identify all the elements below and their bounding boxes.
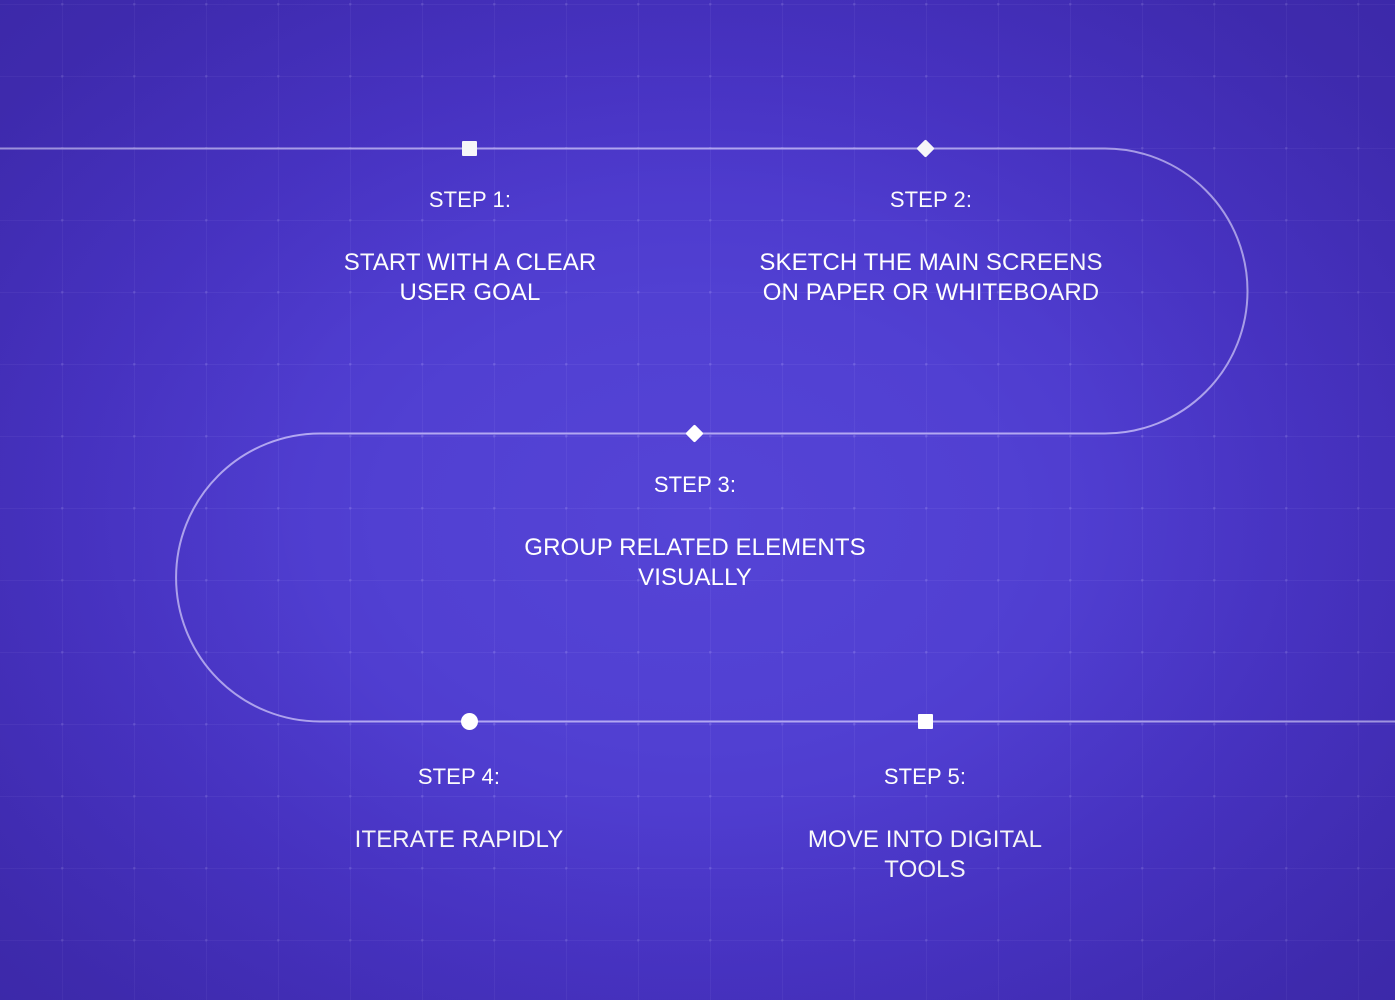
step-4-label: STEP 4: xyxy=(417,764,501,789)
diamond-marker xyxy=(685,424,704,443)
step-2-block: STEP 2: SKETCH THE MAIN SCREENS ON PAPER… xyxy=(711,187,1151,309)
step-2-description-line-1: SKETCH THE MAIN SCREENS xyxy=(759,249,1103,277)
step-4-description: ITERATE RAPIDLY xyxy=(259,825,659,855)
square-marker xyxy=(918,714,933,729)
step-3-description: GROUP RELATED ELEMENTS VISUALLY xyxy=(475,533,915,593)
step-2-description-line-2: ON PAPER OR WHITEBOARD xyxy=(762,279,1100,307)
step-3-block: STEP 3: GROUP RELATED ELEMENTS VISUALLY xyxy=(475,472,915,594)
step-3-description-line-1: GROUP RELATED ELEMENTS xyxy=(524,534,866,562)
step-1-block: STEP 1: START WITH A CLEAR USER GOAL xyxy=(270,187,670,309)
diamond-marker xyxy=(916,139,935,158)
circle-marker xyxy=(461,713,478,730)
step-2-label: STEP 2: xyxy=(889,187,973,212)
step-1-description: START WITH A CLEAR USER GOAL xyxy=(270,248,670,308)
step-4-description-line-1: ITERATE RAPIDLY xyxy=(354,826,564,854)
step-3-description-line-2: VISUALLY xyxy=(638,564,752,592)
step-5-block: STEP 5: MOVE INTO DIGITAL TOOLS xyxy=(725,764,1125,886)
step-1-description-line-2: USER GOAL xyxy=(399,279,541,307)
step-5-description: MOVE INTO DIGITAL TOOLS xyxy=(725,825,1125,885)
step-5-label: STEP 5: xyxy=(883,764,967,789)
step-4-block: STEP 4: ITERATE RAPIDLY xyxy=(259,764,659,855)
step-5-description-line-2: TOOLS xyxy=(884,856,966,884)
step-2-description: SKETCH THE MAIN SCREENS ON PAPER OR WHIT… xyxy=(711,248,1151,308)
step-3-label: STEP 3: xyxy=(653,472,737,497)
step-1-label: STEP 1: xyxy=(428,187,512,212)
square-marker xyxy=(462,141,477,156)
step-5-description-line-1: MOVE INTO DIGITAL xyxy=(807,826,1043,854)
step-1-description-line-1: START WITH A CLEAR xyxy=(343,249,597,277)
